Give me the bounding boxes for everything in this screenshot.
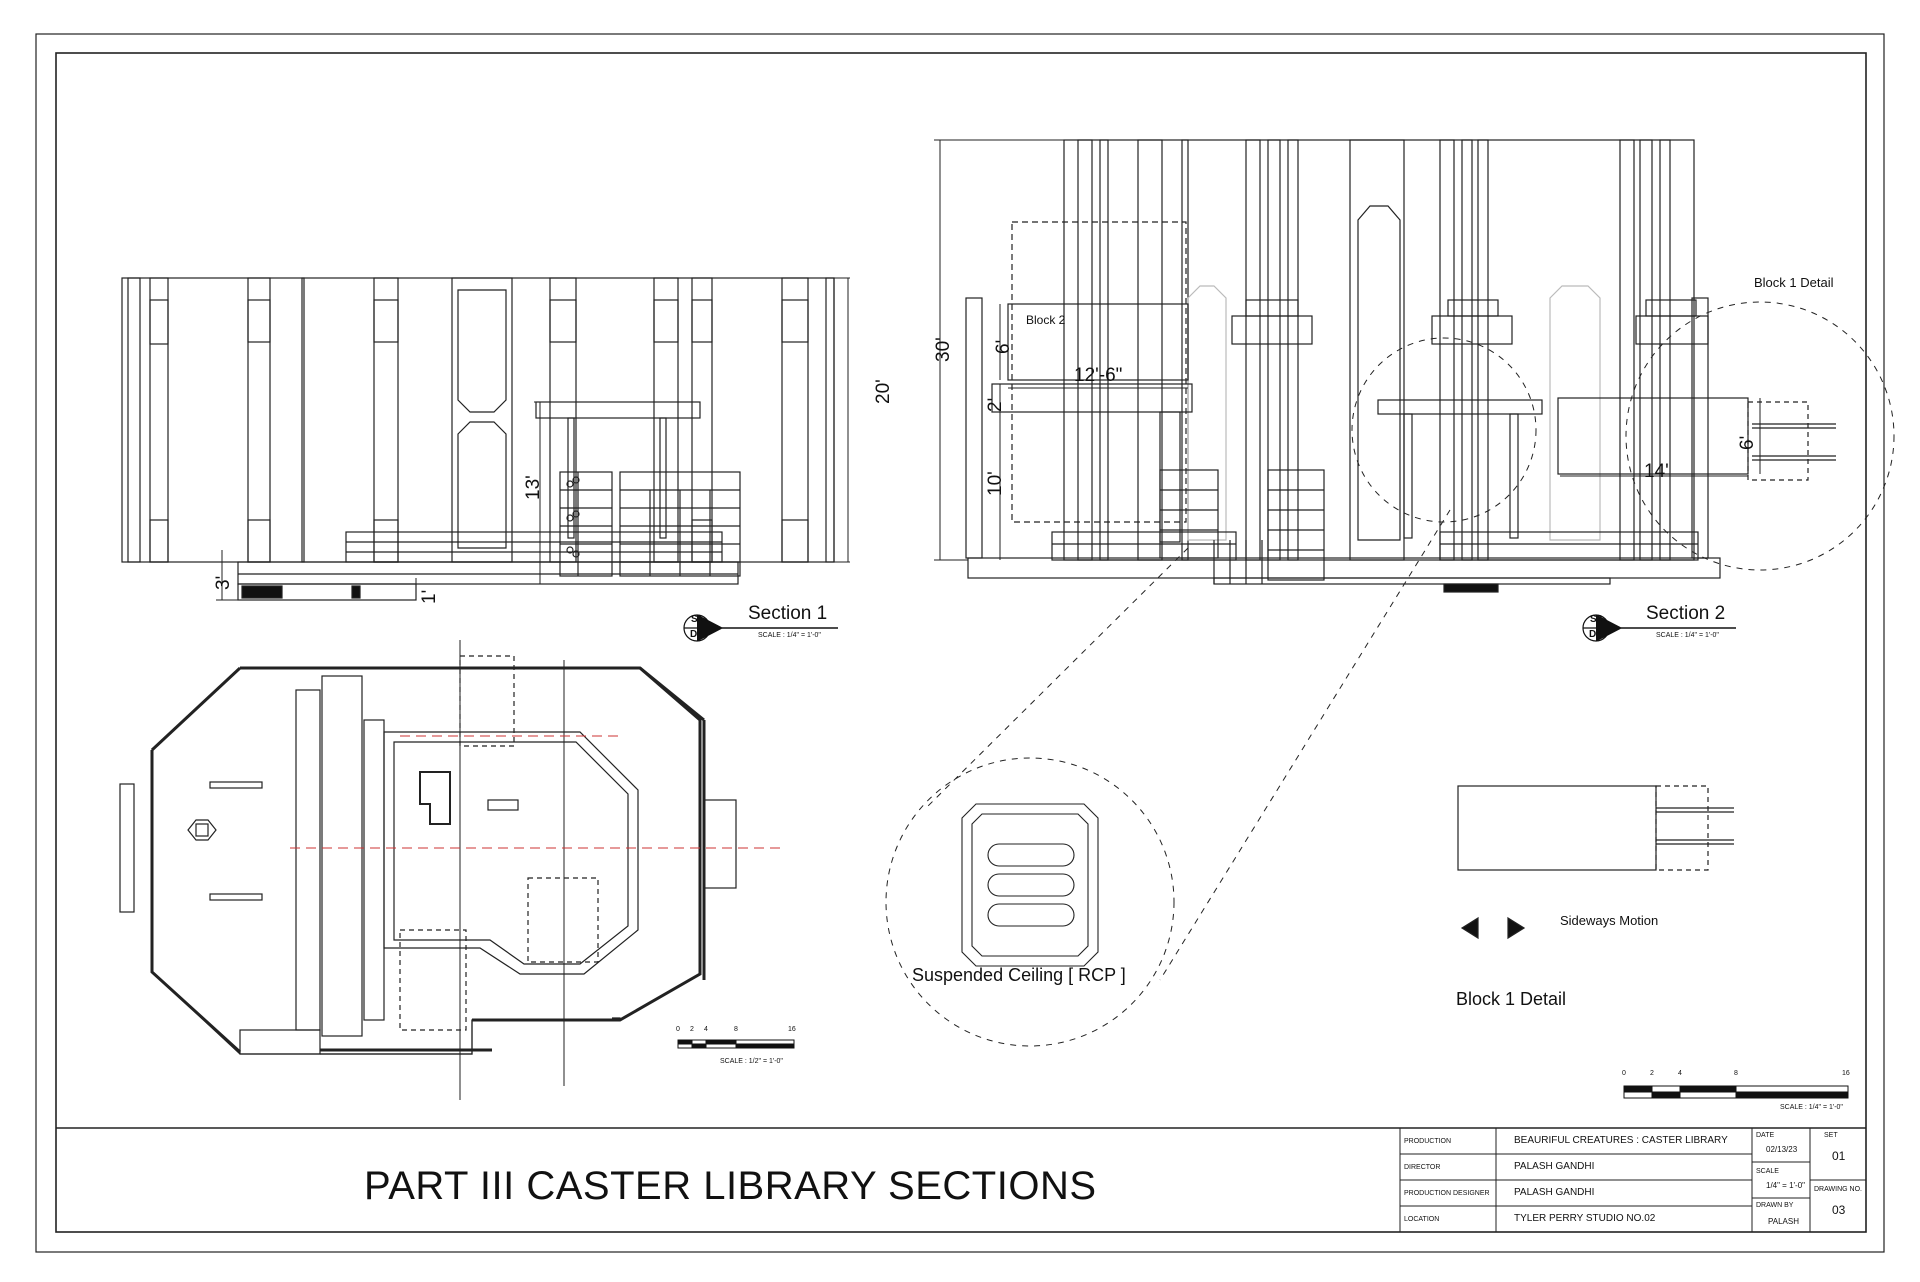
sheet-title: PART III CASTER LIBRARY SECTIONS (364, 1164, 1097, 1208)
section1-dim-height: 20' (873, 379, 894, 404)
section2-dim-detail-w: 14' (1644, 461, 1669, 482)
plan-walls-left (295, 675, 385, 1037)
tb-scale-heading: SCALE (1756, 1168, 1779, 1175)
tb-set-heading: SET (1824, 1132, 1838, 1139)
section2-block1 (1351, 301, 1895, 571)
bar-scale-tick-2: 2 (1650, 1070, 1654, 1077)
plan-scale-tick-16: 16 (788, 1026, 796, 1033)
plan-scale-label: SCALE : 1/2" = 1'-0" (720, 1058, 783, 1065)
section1-marker-top: S1 (691, 614, 704, 625)
tb-designer-heading: PRODUCTION DESIGNER (1404, 1190, 1490, 1197)
section1-marker (683, 614, 838, 642)
main-scale-bar (1623, 1085, 1849, 1099)
bar-scale-tick-4: 4 (1678, 1070, 1682, 1077)
block2-label: Block 2 (1026, 313, 1066, 327)
title-block-grid (1399, 1127, 1867, 1233)
section1-dim-step: 3' (213, 575, 234, 590)
arrow-left-icon (1460, 916, 1479, 940)
section1-marker-bottom: D4 (690, 629, 703, 640)
section2-dimensions (934, 139, 1761, 561)
section2-marker (1582, 614, 1736, 642)
section1-title: Section 1 (748, 603, 828, 624)
block1-callout: Block 1 Detail (1754, 275, 1834, 290)
plan-center-table (187, 819, 217, 841)
section2-marker-bottom: D4 (1589, 629, 1602, 640)
plan-scale-bar (677, 1039, 795, 1049)
tb-drawn-heading: DRAWN BY (1756, 1202, 1794, 1209)
section2-elevation (925, 139, 1895, 981)
section2-dim-gap: 2' (985, 397, 1006, 412)
rcp-detail (885, 757, 1175, 1047)
tb-drawing-heading: DRAWING NO. (1814, 1186, 1862, 1193)
block1-detail (1457, 785, 1734, 940)
section1-shelf-frame (535, 401, 741, 577)
tb-set: 01 (1832, 1149, 1846, 1163)
plan-outer-wall (151, 667, 621, 1055)
section2-shelf (1377, 399, 1543, 539)
floor-plan (119, 640, 780, 1100)
tb-date: 02/13/23 (1766, 1145, 1798, 1154)
plan-scale-tick-4: 4 (704, 1026, 708, 1033)
tb-location-heading: LOCATION (1404, 1216, 1440, 1223)
tb-location: TYLER PERRY STUDIO NO.02 (1514, 1213, 1656, 1224)
outer-border (35, 33, 1885, 1253)
detail-leader-lines (925, 509, 1451, 981)
section1-columns (127, 277, 835, 563)
section2-marker-top: S2 (1590, 614, 1603, 625)
tb-director-heading: DIRECTOR (1404, 1164, 1441, 1171)
section2-dim-detail-h: 6' (1737, 435, 1758, 450)
section2-title: Section 2 (1646, 603, 1726, 624)
section2-dim-block-w: 12'-6" (1074, 365, 1123, 386)
tb-director: PALASH GANDHI (1514, 1161, 1595, 1172)
section2-dim-lower: 10' (985, 471, 1006, 496)
block1-detail-title: Block 1 Detail (1456, 989, 1567, 1009)
section1-dimensions (216, 277, 850, 601)
section1-elevation (121, 277, 850, 601)
tb-designer: PALASH GANDHI (1514, 1187, 1595, 1198)
tb-scale: 1/4" = 1'-0" (1766, 1181, 1806, 1190)
plan-scale-tick-0: 0 (676, 1026, 680, 1033)
plan-scale-tick-8: 8 (734, 1026, 738, 1033)
bar-scale-tick-8: 8 (1734, 1070, 1738, 1077)
section1-scale: SCALE : 1/4" = 1'-0" (758, 632, 821, 639)
section2-bookcases (1159, 469, 1325, 581)
arrow-right-icon (1507, 916, 1526, 940)
plan-inner-room (383, 731, 639, 975)
section1-dim-riser: 1' (419, 589, 440, 604)
section2-steps (967, 531, 1721, 593)
section2-columns (965, 139, 1709, 561)
tb-production: BEAURIFUL CREATURES : CASTER LIBRARY (1514, 1135, 1728, 1146)
section2-dim-block-h: 6' (993, 339, 1014, 354)
bar-scale-tick-16: 16 (1842, 1070, 1850, 1077)
tb-production-heading: PRODUCTION (1404, 1138, 1452, 1145)
bar-scale-label: SCALE : 1/4" = 1'-0" (1780, 1104, 1843, 1111)
section2-dim-height: 30' (933, 337, 954, 362)
tb-drawn: PALASH (1768, 1217, 1799, 1226)
inner-border (55, 52, 1867, 1233)
tb-drawing: 03 (1832, 1203, 1846, 1217)
bar-scale-tick-0: 0 (1622, 1070, 1626, 1077)
section1-dim-shelf: 13' (523, 475, 544, 500)
section2-block2 (991, 221, 1193, 543)
section2-scale: SCALE : 1/4" = 1'-0" (1656, 632, 1719, 639)
sideways-motion-label: Sideways Motion (1560, 913, 1659, 928)
section1-steps (237, 531, 739, 601)
plan-scale-tick-2: 2 (690, 1026, 694, 1033)
rcp-label: Suspended Ceiling [ RCP ] (912, 965, 1126, 985)
tb-date-heading: DATE (1756, 1132, 1775, 1139)
